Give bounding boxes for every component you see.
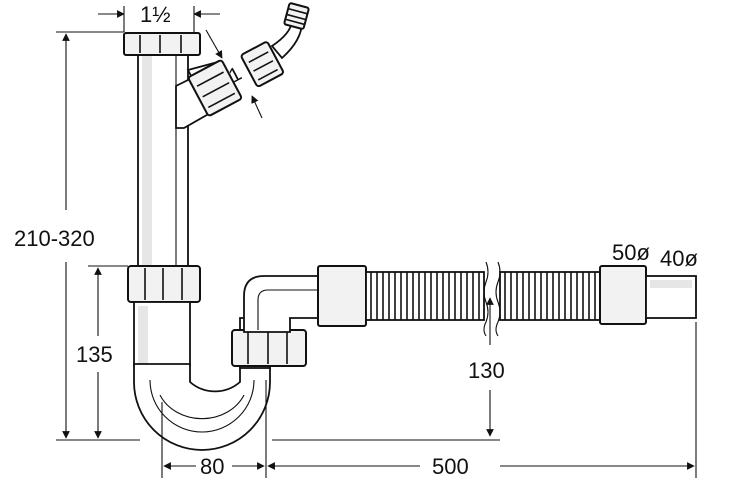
trap-nut (231, 329, 307, 367)
height-range-label: 210-320 (14, 226, 95, 251)
outlet-spigot (645, 275, 697, 319)
lower-height-label: 135 (76, 342, 113, 367)
dim-trap-width (161, 380, 267, 478)
dim-outlet-height (272, 297, 500, 441)
hose-cuff-right (599, 265, 647, 325)
side-nut (187, 59, 243, 117)
corrugated-hose-left (365, 271, 485, 321)
lower-tube (133, 301, 191, 367)
dim-side-connection (205, 29, 263, 119)
dim-lower-height (88, 265, 128, 439)
outlet-height-label: 130 (468, 358, 505, 383)
inlet-size-label: 1½ (140, 2, 171, 27)
dim-hose-length (267, 322, 697, 478)
dim-height-range (56, 31, 140, 441)
hose-length-label: 500 (432, 454, 469, 479)
diameter-small-label: 40ø (660, 246, 698, 271)
hose-cuff-left (317, 265, 367, 327)
trap-width-label: 80 (200, 454, 224, 479)
corrugated-hose-right (499, 271, 601, 321)
top-nut (123, 32, 201, 56)
standpipe-nut (127, 265, 201, 303)
diameter-large-label: 50ø (612, 240, 650, 265)
dim-inlet-width (98, 6, 220, 32)
u-bend (133, 363, 271, 451)
hose-nozzle (240, 2, 310, 88)
hose-break-marks (483, 261, 501, 337)
outlet-elbow (243, 275, 323, 333)
